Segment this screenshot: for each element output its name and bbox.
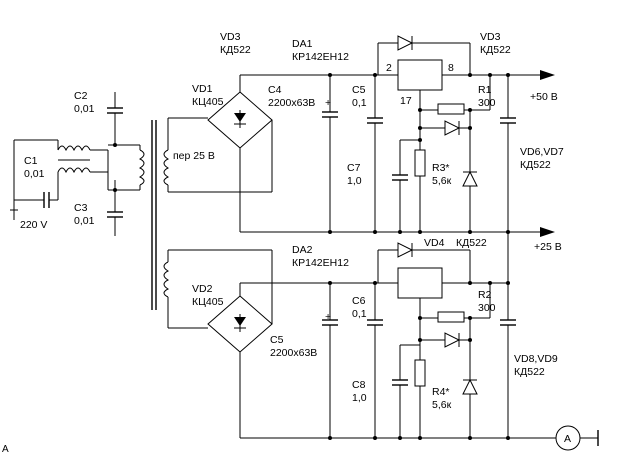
label-c5b: C5 [270, 334, 284, 346]
label-c2-val: 0,01 [74, 103, 95, 115]
transformer [138, 118, 170, 328]
labels: VD3 КД522 DA1 КР142ЕН12 VD3 КД522 2 8 17… [2, 31, 571, 455]
label-c8-val: 1,0 [352, 392, 367, 404]
label-vd1: VD1 [192, 83, 213, 95]
label-c4: C4 [268, 84, 282, 96]
label-vd2: VD2 [192, 283, 213, 295]
label-pin2: 2 [386, 62, 392, 74]
label-c3: C3 [74, 202, 88, 214]
label-da1-type: КР142ЕН12 [292, 51, 349, 63]
label-out50: +50 В [530, 91, 558, 103]
label-c7: C7 [347, 162, 361, 174]
label-r1: R1 [478, 84, 492, 96]
label-c5a-val: 0,1 [352, 97, 367, 109]
label-c8: C8 [352, 379, 366, 391]
label-vd3-top: VD3 [220, 31, 241, 43]
label-per: пер 25 В [173, 150, 215, 162]
label-c1-val: 0,01 [24, 168, 45, 180]
label-r4-val: 5,6к [432, 399, 452, 411]
label-vd3-right: VD3 [480, 31, 501, 43]
label-r4: R4* [432, 386, 450, 398]
label-vd89-type: КД522 [514, 366, 545, 378]
lower-channel [168, 232, 599, 451]
label-vd67: VD6,VD7 [520, 146, 564, 158]
label-da1: DA1 [292, 38, 313, 50]
label-r1-val: 300 [478, 97, 496, 109]
upper-channel [168, 35, 555, 237]
label-pin8: 8 [448, 62, 454, 74]
label-vd3-right-type: КД522 [480, 44, 511, 56]
label-da2-type: КР142ЕН12 [292, 257, 349, 269]
label-da2: DA2 [292, 244, 313, 256]
label-vd2-type: КЦ405 [192, 296, 224, 308]
label-c3-val: 0,01 [74, 215, 95, 227]
label-vd1-type: КЦ405 [192, 96, 224, 108]
label-r2-val: 300 [478, 302, 496, 314]
mains-input [10, 92, 141, 236]
label-c6-val: 0,1 [352, 308, 367, 320]
label-c7-val: 1,0 [347, 175, 362, 187]
label-c5b-val: 2200x63B [270, 347, 317, 359]
label-vd3-top-type: КД522 [220, 44, 251, 56]
label-out25: +25 В [534, 241, 562, 253]
label-c1: C1 [24, 155, 38, 167]
label-220v: 220 V [20, 219, 47, 231]
label-r3-val: 5,6к [432, 175, 452, 187]
label-vd67-type: КД522 [520, 159, 551, 171]
corner-label: A [2, 444, 9, 455]
label-vd4: VD4 [424, 237, 445, 249]
label-c5b-plus: + [325, 311, 331, 323]
label-c6: C6 [352, 295, 366, 307]
ammeter-label: A [564, 433, 571, 445]
label-vd89: VD8,VD9 [514, 353, 558, 365]
label-pin17: 17 [400, 95, 412, 107]
label-vd4-type: КД522 [456, 237, 487, 249]
label-r3: R3* [432, 162, 450, 174]
label-c5a: C5 [352, 84, 366, 96]
label-r2: R2 [478, 289, 492, 301]
label-c4-val: 2200x63B [268, 97, 315, 109]
label-c4-plus: + [325, 97, 331, 109]
label-c2: C2 [74, 90, 88, 102]
